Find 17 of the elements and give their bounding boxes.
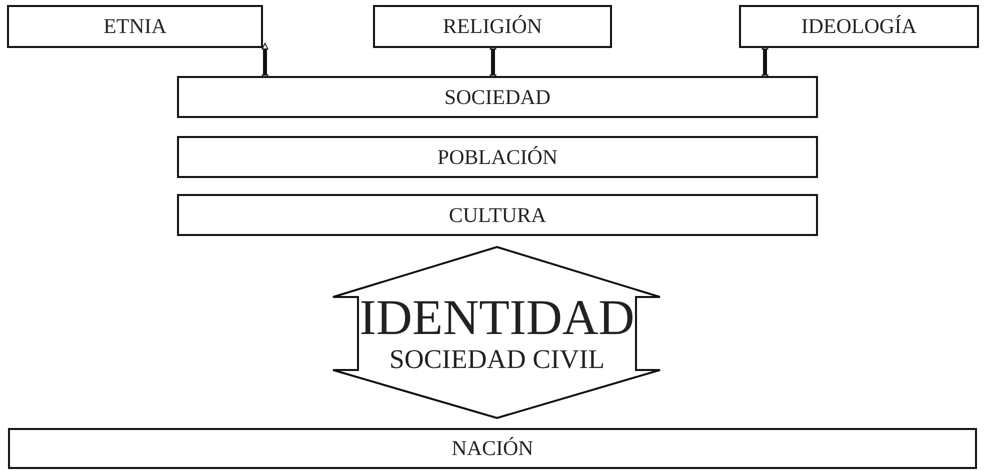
- node-label: NACIÓN: [452, 436, 534, 461]
- node-label: IDENTIDAD: [360, 290, 634, 346]
- process-box: [8, 428, 977, 469]
- process-box: [739, 5, 979, 48]
- node-label: IDEOLOGÍA: [801, 14, 917, 39]
- process-box: [177, 194, 818, 236]
- node-sublabel: SOCIEDAD CIVIL: [389, 345, 605, 375]
- node-label: SOCIEDAD: [444, 84, 551, 110]
- node-label: RELIGIÓN: [442, 14, 542, 39]
- node-label: CULTURA: [448, 202, 546, 228]
- double-arrow-shape: [332, 246, 662, 419]
- node-label: ETNIA: [104, 14, 166, 39]
- process-box: [373, 5, 612, 48]
- node-label: POBLACIÓN: [437, 144, 558, 170]
- process-box: [177, 76, 818, 118]
- process-box: [177, 136, 818, 178]
- process-box: [7, 5, 263, 48]
